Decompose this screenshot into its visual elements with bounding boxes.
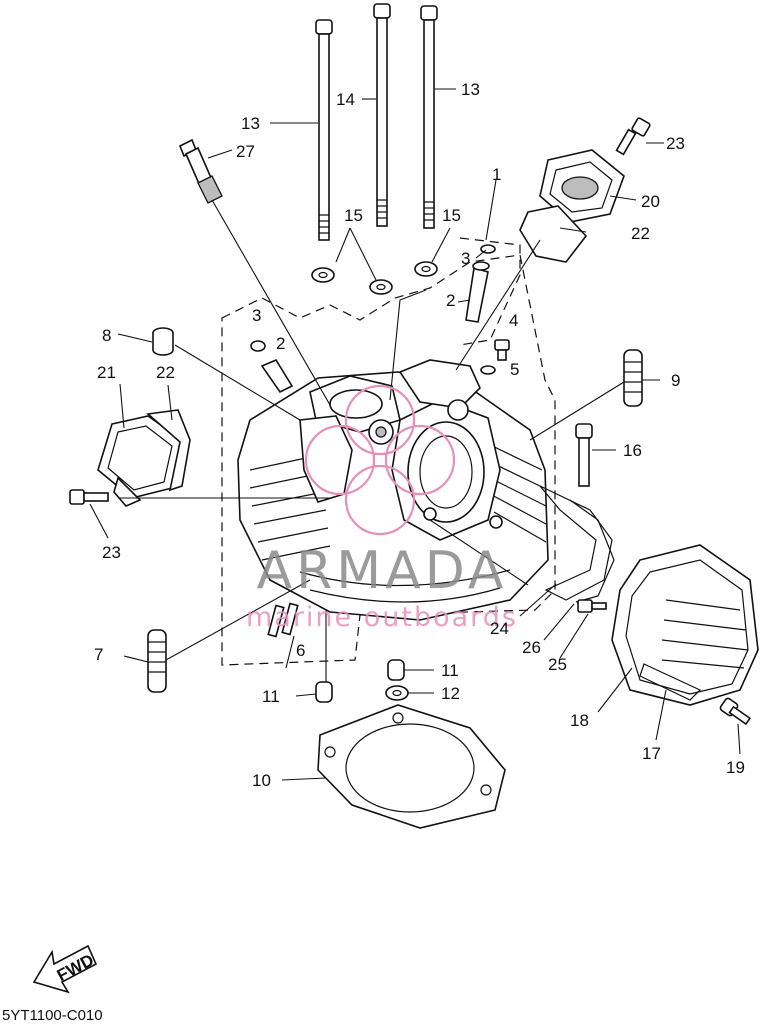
callout-22-right: 22 bbox=[631, 224, 650, 243]
watermark: ARMADA marine outboards bbox=[246, 384, 518, 633]
callout-7: 7 bbox=[94, 645, 103, 664]
diagram-code: 5YT1100-C010 bbox=[2, 1007, 103, 1024]
watermark-logo-ring bbox=[304, 384, 456, 536]
callout-20: 20 bbox=[641, 192, 660, 211]
head-bolt-13-left bbox=[315, 19, 333, 241]
callout-12: 12 bbox=[441, 684, 460, 703]
callout-11-right: 11 bbox=[441, 661, 459, 680]
washer-12 bbox=[385, 685, 409, 701]
callout-2-left: 2 bbox=[276, 334, 285, 353]
washer-5 bbox=[480, 365, 496, 375]
gasket-17 bbox=[639, 663, 702, 701]
bolt-19 bbox=[719, 697, 752, 726]
callout-23-right: 23 bbox=[666, 134, 685, 153]
bolt-25 bbox=[577, 599, 607, 613]
screw-4 bbox=[494, 339, 510, 361]
callout-2-right: 2 bbox=[446, 291, 455, 310]
intake-manifold-20 bbox=[539, 149, 625, 223]
head-bolt-13-right bbox=[420, 5, 438, 229]
valve-2-left bbox=[260, 358, 294, 394]
head-gasket-10 bbox=[317, 704, 506, 829]
head-bolt-14 bbox=[373, 3, 391, 227]
callout-6: 6 bbox=[296, 641, 305, 660]
ring-a bbox=[304, 424, 376, 496]
valve-clip-3-left bbox=[250, 340, 266, 352]
spark-plug-27 bbox=[178, 138, 223, 204]
callout-13-right: 13 bbox=[461, 80, 480, 99]
ring-c bbox=[384, 424, 456, 496]
callout-15-left: 15 bbox=[344, 206, 363, 225]
bolt-23-left bbox=[69, 489, 109, 505]
callout-15-right: 15 bbox=[442, 206, 461, 225]
stud-9 bbox=[623, 349, 643, 407]
side-cover-18 bbox=[611, 544, 759, 706]
dowel-11-right bbox=[387, 659, 405, 681]
stud-7 bbox=[147, 629, 167, 693]
callout-27: 27 bbox=[236, 142, 255, 161]
ring-d bbox=[344, 464, 416, 536]
callout-9: 9 bbox=[671, 371, 680, 390]
fwd-arrow-icon: FWD bbox=[32, 944, 98, 994]
callout-16: 16 bbox=[623, 441, 642, 460]
callout-8: 8 bbox=[102, 326, 111, 345]
leader-lines bbox=[89, 88, 741, 781]
callout-19: 19 bbox=[726, 758, 745, 777]
callout-3-left: 3 bbox=[252, 306, 261, 325]
studs-6 bbox=[267, 602, 299, 638]
callout-14: 14 bbox=[336, 90, 355, 109]
dowel-11-left bbox=[315, 681, 333, 703]
callout-5: 5 bbox=[510, 360, 519, 379]
callout-13-left: 13 bbox=[241, 114, 260, 133]
cylinder-head bbox=[237, 359, 549, 621]
callout-11-left: 11 bbox=[262, 687, 280, 706]
assembly-outline bbox=[221, 237, 556, 666]
watermark-tagline: marine outboards bbox=[246, 602, 518, 633]
callouts: 1 2 2 3 3 4 5 6 7 8 9 10 11 11 12 13 13 … bbox=[94, 80, 745, 790]
callout-17: 17 bbox=[642, 744, 661, 763]
callout-3-right: 3 bbox=[461, 249, 470, 268]
callout-24: 24 bbox=[490, 619, 509, 638]
callout-1: 1 bbox=[492, 165, 501, 184]
callout-21: 21 bbox=[97, 363, 116, 382]
watermark-brand: ARMADA bbox=[257, 541, 508, 601]
callout-10: 10 bbox=[252, 771, 271, 790]
callout-18: 18 bbox=[570, 711, 589, 730]
plug-8 bbox=[152, 327, 174, 356]
callout-4: 4 bbox=[509, 311, 518, 330]
callout-23-left: 23 bbox=[102, 543, 121, 562]
callout-22-left: 22 bbox=[156, 363, 175, 382]
callout-25: 25 bbox=[548, 655, 567, 674]
gasket-26 bbox=[569, 499, 615, 603]
gasket-24 bbox=[539, 485, 613, 601]
intake-gasket-22 bbox=[519, 205, 588, 263]
valve-2-right bbox=[465, 261, 490, 323]
ring-b bbox=[344, 384, 416, 456]
washer-15 bbox=[311, 261, 438, 295]
callout-26: 26 bbox=[522, 638, 541, 657]
gasket-22-left bbox=[146, 409, 191, 492]
bolt-23-top bbox=[615, 117, 651, 156]
bolt-16 bbox=[575, 423, 593, 487]
